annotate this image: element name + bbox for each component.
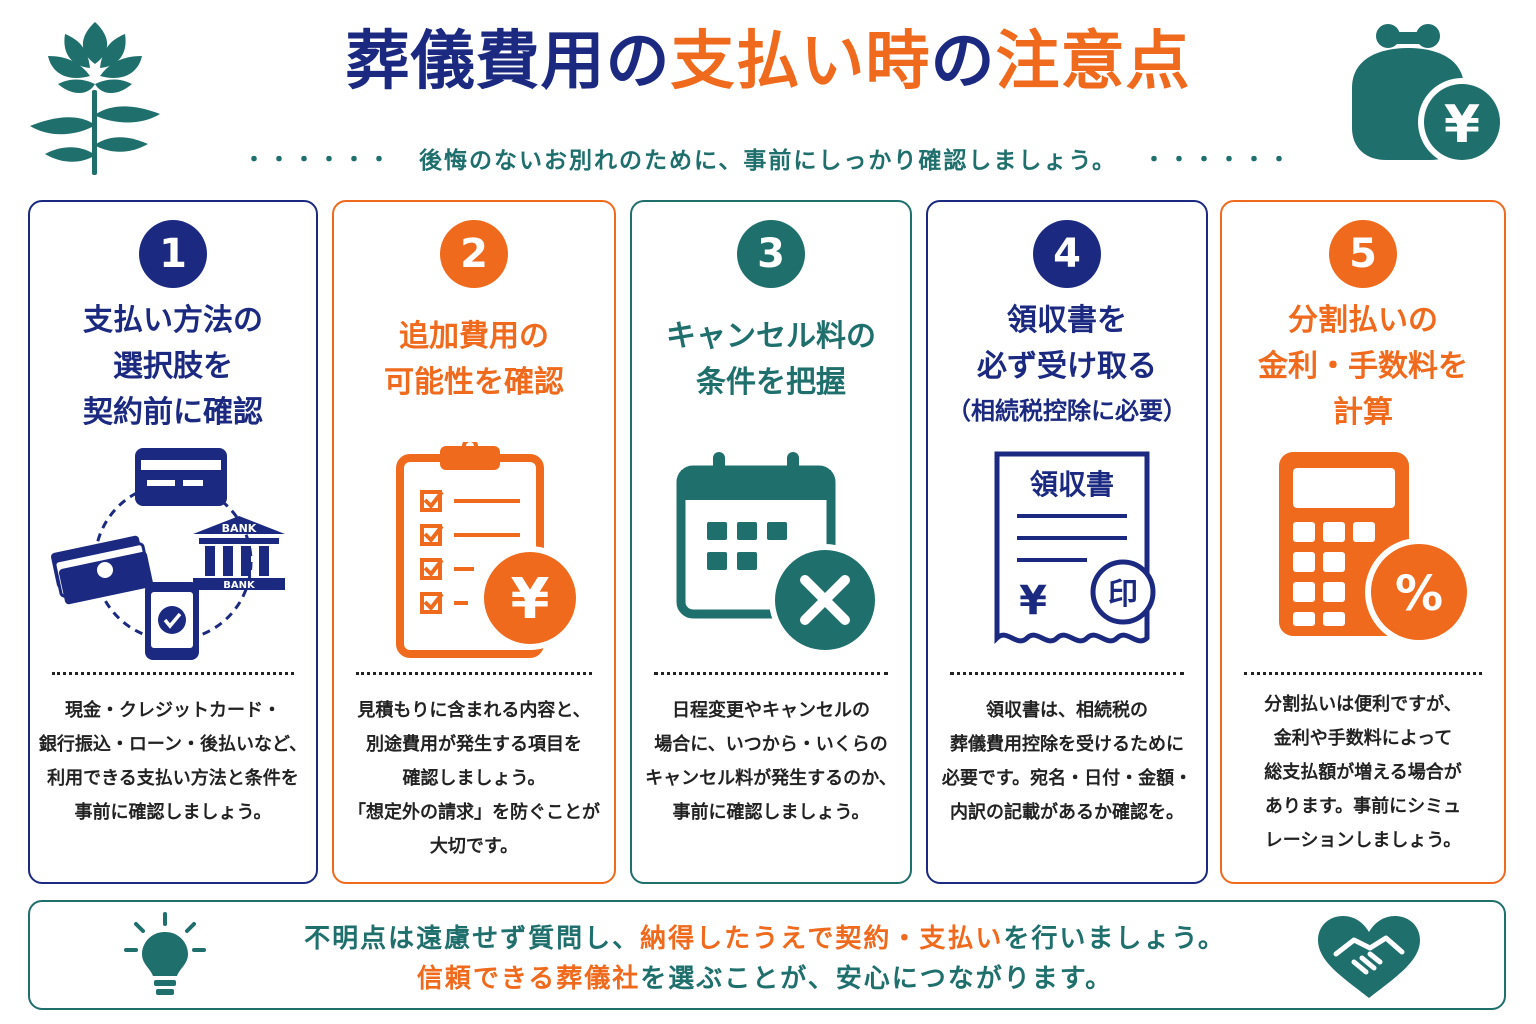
bank-icon: BANK BANK xyxy=(193,516,285,591)
card-body: 日程変更やキャンセルの 場合に、いつから・いくらの キャンセル料が発生するのか、… xyxy=(640,694,902,830)
footer-note: 不明点は遠慮せず質問し、納得したうえで契約・支払いを行いましょう。 信頼できる葬… xyxy=(28,900,1506,1010)
card-body: 現金・クレジットカード・ 銀行振込・ローン・後払いなど、 利用できる支払い方法と… xyxy=(38,694,308,830)
heading-line: 追加費用の xyxy=(399,319,549,354)
bank-label-bottom: BANK xyxy=(223,580,256,591)
bank-label-top: BANK xyxy=(222,522,257,535)
title-part-2: 支払い時 xyxy=(670,25,931,99)
card-separator xyxy=(950,672,1184,675)
page-subtitle: 後悔のないお別れのために、事前にしっかり確認しましょう。 xyxy=(419,148,1117,174)
body-line: 事前に確認しましょう。 xyxy=(672,802,870,823)
subtitle-dots-right: ・・・・・・ xyxy=(1142,148,1293,173)
cash-stack-icon xyxy=(50,535,154,605)
card-body: 分割払いは便利ですが、 金利や手数料によって 総支払額が増える場合が あります。… xyxy=(1230,688,1496,858)
card-heading: 支払い方法の 選択肢を 契約前に確認 xyxy=(38,298,308,436)
heading-line: 契約前に確認 xyxy=(83,395,263,430)
heading-line: 支払い方法の xyxy=(83,303,263,338)
credit-card-icon xyxy=(135,448,227,506)
body-line: 事前に確認しましょう。 xyxy=(74,802,272,823)
footer-text: を選ぶことが、安心につながります。 xyxy=(640,964,1114,994)
body-line: 日程変更やキャンセルの xyxy=(672,700,870,721)
heading-line: 可能性を確認 xyxy=(384,365,564,400)
body-line: 領収書は、相続税の xyxy=(986,700,1148,721)
percent-label: % xyxy=(1395,566,1443,622)
heading-line: 条件を把握 xyxy=(696,365,846,400)
card-heading: 領収書を 必ず受け取る （相続税控除に必要） xyxy=(936,298,1198,432)
body-line: 大切です。 xyxy=(429,836,519,857)
footer-line-2: 信頼できる葬儀社を選ぶことが、安心につながります。 xyxy=(230,958,1300,995)
card-number: 2 xyxy=(440,220,508,288)
purse-yen-label: ¥ xyxy=(1444,95,1480,155)
card-number: 4 xyxy=(1033,220,1101,288)
heart-handshake-icon xyxy=(1318,916,1420,998)
body-line: あります。事前にシミュ xyxy=(1264,796,1462,817)
payment-methods-icon: BANK BANK xyxy=(50,448,285,660)
lightbulb-icon xyxy=(124,912,206,995)
footer-text: 不明点は遠慮せず質問し、 xyxy=(304,924,641,954)
subtitle-dots-left: ・・・・・・ xyxy=(243,148,394,173)
body-line: 銀行振込・ローン・後払いなど、 xyxy=(38,734,308,755)
footer-highlight: 納得したうえで契約・支払い xyxy=(640,924,1004,954)
card-separator xyxy=(1244,672,1482,675)
heading-line: 金利・手数料を xyxy=(1258,349,1468,384)
chrysanthemum-icon xyxy=(30,22,160,175)
page-title: 葬儀費用の支払い時の注意点 xyxy=(200,22,1336,102)
card-body: 見積もりに含まれる内容と、 別途費用が発生する項目を 確認しましょう。 「想定外… xyxy=(342,694,606,864)
body-line: 場合に、いつから・いくらの xyxy=(654,734,888,755)
card-payment-methods: 1 支払い方法の 選択肢を 契約前に確認 BANK BANK xyxy=(28,200,318,884)
receipt-yen: ¥ xyxy=(1019,578,1047,624)
card-separator xyxy=(654,672,888,675)
body-line: 必要です。宛名・日付・金額・ xyxy=(941,768,1193,789)
card-receipt: 4 領収書を 必ず受け取る （相続税控除に必要） 領収書 ¥ 印 領収書は、相続… xyxy=(926,200,1208,884)
card-additional-costs: 2 追加費用の 可能性を確認 ¥ 見積もりに含まれる内容と、 別途費用が発生する… xyxy=(332,200,616,884)
subtitle-row: ・・・・・・ 後悔のないお別れのために、事前にしっかり確認しましょう。 ・・・・… xyxy=(200,138,1336,178)
card-heading: 分割払いの 金利・手数料を 計算 xyxy=(1230,298,1496,436)
heading-line: 分割払いの xyxy=(1288,303,1438,338)
body-line: 内訳の記載があるか確認を。 xyxy=(950,802,1184,823)
card-separator xyxy=(52,672,294,675)
receipt-icon: 領収書 ¥ 印 xyxy=(994,451,1156,645)
card-separator xyxy=(356,672,592,675)
receipt-title: 領収書 xyxy=(1030,468,1114,501)
card-installment: 5 分割払いの 金利・手数料を 計算 % 分割払いは便利ですが、 金利や手数料に… xyxy=(1220,200,1506,884)
body-line: 確認しましょう。 xyxy=(402,768,546,789)
heading-line: 必ず受け取る xyxy=(977,349,1157,384)
title-part-4: 注意点 xyxy=(995,25,1191,99)
body-line: 総支払額が増える場合が xyxy=(1264,762,1462,783)
footer-text: を行いましょう。 xyxy=(1003,924,1226,954)
body-line: キャンセル料が発生するのか、 xyxy=(645,768,897,789)
card-number: 1 xyxy=(139,220,207,288)
heading-line: 選択肢を xyxy=(113,349,233,384)
body-line: 見積もりに含まれる内容と、 xyxy=(357,700,591,721)
coin-purse-icon: ¥ xyxy=(1352,24,1506,166)
body-line: 分割払いは便利ですが、 xyxy=(1264,694,1462,715)
card-body: 領収書は、相続税の 葬儀費用控除を受けるために 必要です。宛名・日付・金額・ 内… xyxy=(936,694,1198,830)
body-line: 別途費用が発生する項目を xyxy=(366,734,582,755)
body-line: 「想定外の請求」を防ぐことが xyxy=(348,802,600,823)
body-line: レーションしましょう。 xyxy=(1264,830,1462,851)
clipboard-checklist-icon: ¥ xyxy=(396,442,582,658)
body-line: 現金・クレジットカード・ xyxy=(65,700,281,721)
card-cancellation-fee: 3 キャンセル料の 条件を把握 日程変更やキャンセルの 場合に、いつから・いくら… xyxy=(630,200,912,884)
body-line: 葬儀費用控除を受けるために xyxy=(950,734,1184,755)
body-line: 金利や手数料によって xyxy=(1273,728,1453,749)
receipt-seal: 印 xyxy=(1108,577,1138,612)
heading-line: キャンセル料の xyxy=(666,319,876,354)
calendar-cancel-icon xyxy=(676,452,881,656)
title-part-3: の xyxy=(930,25,996,99)
title-part-1: 葬儀費用の xyxy=(345,25,671,99)
card-heading: 追加費用の 可能性を確認 xyxy=(342,314,606,406)
card-heading: キャンセル料の 条件を把握 xyxy=(640,314,902,406)
card-number: 3 xyxy=(737,220,805,288)
yen-label: ¥ xyxy=(511,567,550,632)
footer-highlight: 信頼できる葬儀社 xyxy=(416,964,641,994)
smartphone-icon xyxy=(145,582,199,660)
card-number: 5 xyxy=(1329,220,1397,288)
heading-line: 計算 xyxy=(1333,395,1393,430)
heading-line: 領収書を xyxy=(1007,303,1127,338)
footer-line-1: 不明点は遠慮せず質問し、納得したうえで契約・支払いを行いましょう。 xyxy=(230,918,1300,955)
heading-line: （相続税控除に必要） xyxy=(947,397,1187,425)
calculator-percent-icon: % xyxy=(1279,452,1473,646)
body-line: 利用できる支払い方法と条件を xyxy=(47,768,299,789)
